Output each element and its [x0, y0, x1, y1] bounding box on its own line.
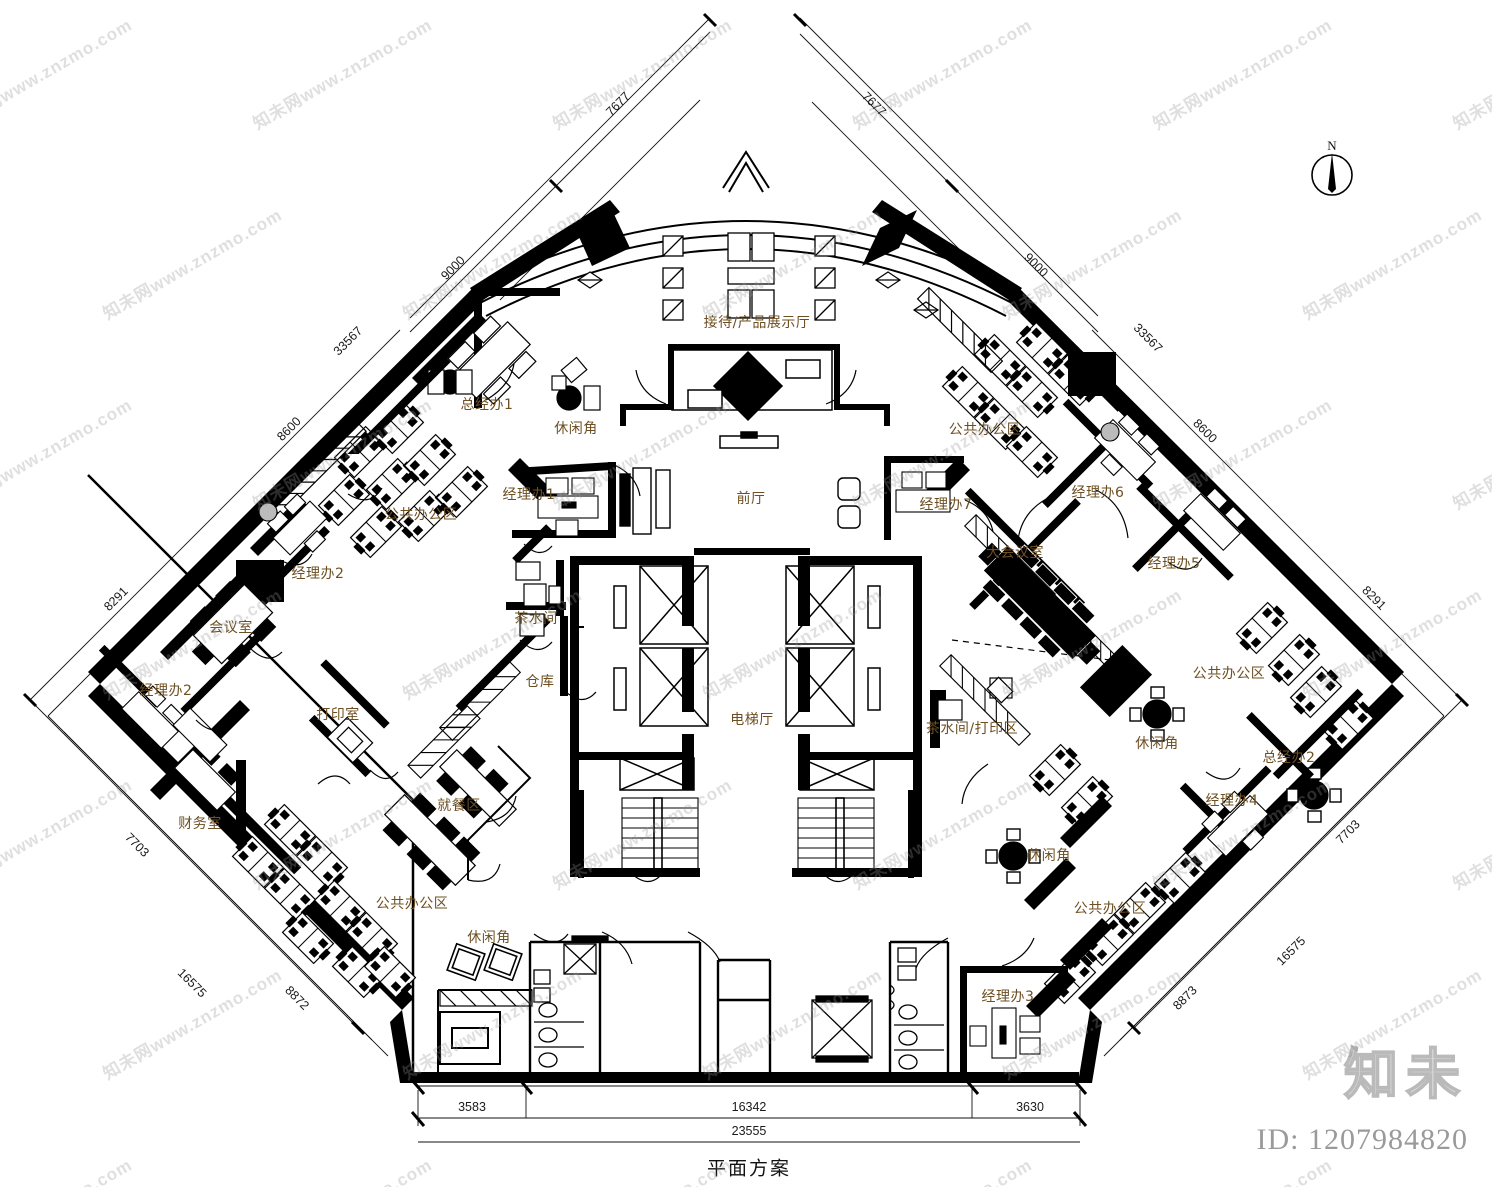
- east-partition-bars: [1024, 644, 1153, 970]
- tea-room-fixtures: [515, 561, 562, 637]
- watermark-brand: 知未: [1343, 1042, 1468, 1107]
- print-room-equipment: [326, 716, 374, 764]
- ne-storage-strip: [916, 286, 1004, 374]
- manager-office-3-furniture: [969, 1007, 1041, 1059]
- tea-print-fixtures: [937, 676, 1014, 721]
- front-hall-seating: [837, 477, 861, 529]
- conference-glass-wall: [951, 639, 1111, 661]
- manager-office-4-furniture: [1201, 790, 1270, 858]
- front-hall-fixture: [619, 467, 671, 535]
- dimension-label: 23555: [731, 1124, 767, 1138]
- reception-walls: [620, 344, 890, 426]
- restroom-area: [528, 940, 950, 1072]
- ne-partition: [1068, 352, 1125, 412]
- bottom-service-room: [437, 989, 532, 1072]
- right-hatch-partition: [938, 653, 1032, 747]
- north-label: N: [1327, 138, 1337, 153]
- core-interior-walls: [578, 626, 914, 878]
- gm-office-1: [412, 288, 560, 408]
- apex-skylight: [722, 150, 770, 193]
- gm-office-1-furniture: [427, 315, 537, 405]
- dining-area: [382, 746, 518, 891]
- manager-office-7-furniture: [895, 471, 951, 513]
- manager-office-6-furniture: [1093, 413, 1161, 482]
- door-swings: [195, 363, 1241, 969]
- stairs: [621, 797, 875, 871]
- watermark-id: ID: 1207984820: [1256, 1123, 1468, 1156]
- manager-office-5: [1132, 483, 1234, 581]
- leisure-corner-1: [551, 356, 601, 411]
- tea-print-area-right: [930, 690, 946, 748]
- conference-table: [978, 542, 1101, 665]
- gm-office-2: [1246, 688, 1364, 780]
- reception-desk: [671, 349, 833, 449]
- dimension-label: 3583: [458, 1100, 486, 1114]
- manager-office-1-furniture: [537, 477, 599, 537]
- storage-racks: [407, 658, 522, 779]
- manager-office-2-upper-furniture: [258, 493, 328, 556]
- nw-partition: [347, 356, 451, 454]
- dimension-label: 16342: [731, 1100, 767, 1114]
- dining-partition: [467, 745, 532, 880]
- north-arrow: [1311, 153, 1353, 196]
- manager-office-3: [960, 966, 1076, 1072]
- dimension-label: 3630: [1016, 1100, 1044, 1114]
- meeting-room-table: [189, 580, 277, 668]
- facade-columns: [575, 210, 917, 266]
- drawing-title: 平面方案: [706, 1157, 792, 1180]
- restroom-fixtures: [533, 935, 944, 1070]
- reception-furniture: [576, 232, 940, 321]
- finance-furniture: [172, 707, 241, 812]
- leisure-corner-sw: [446, 942, 523, 982]
- manager-office-5-furniture: [1182, 487, 1247, 552]
- core-walls: [570, 548, 922, 877]
- elevator-cabs: [613, 565, 881, 791]
